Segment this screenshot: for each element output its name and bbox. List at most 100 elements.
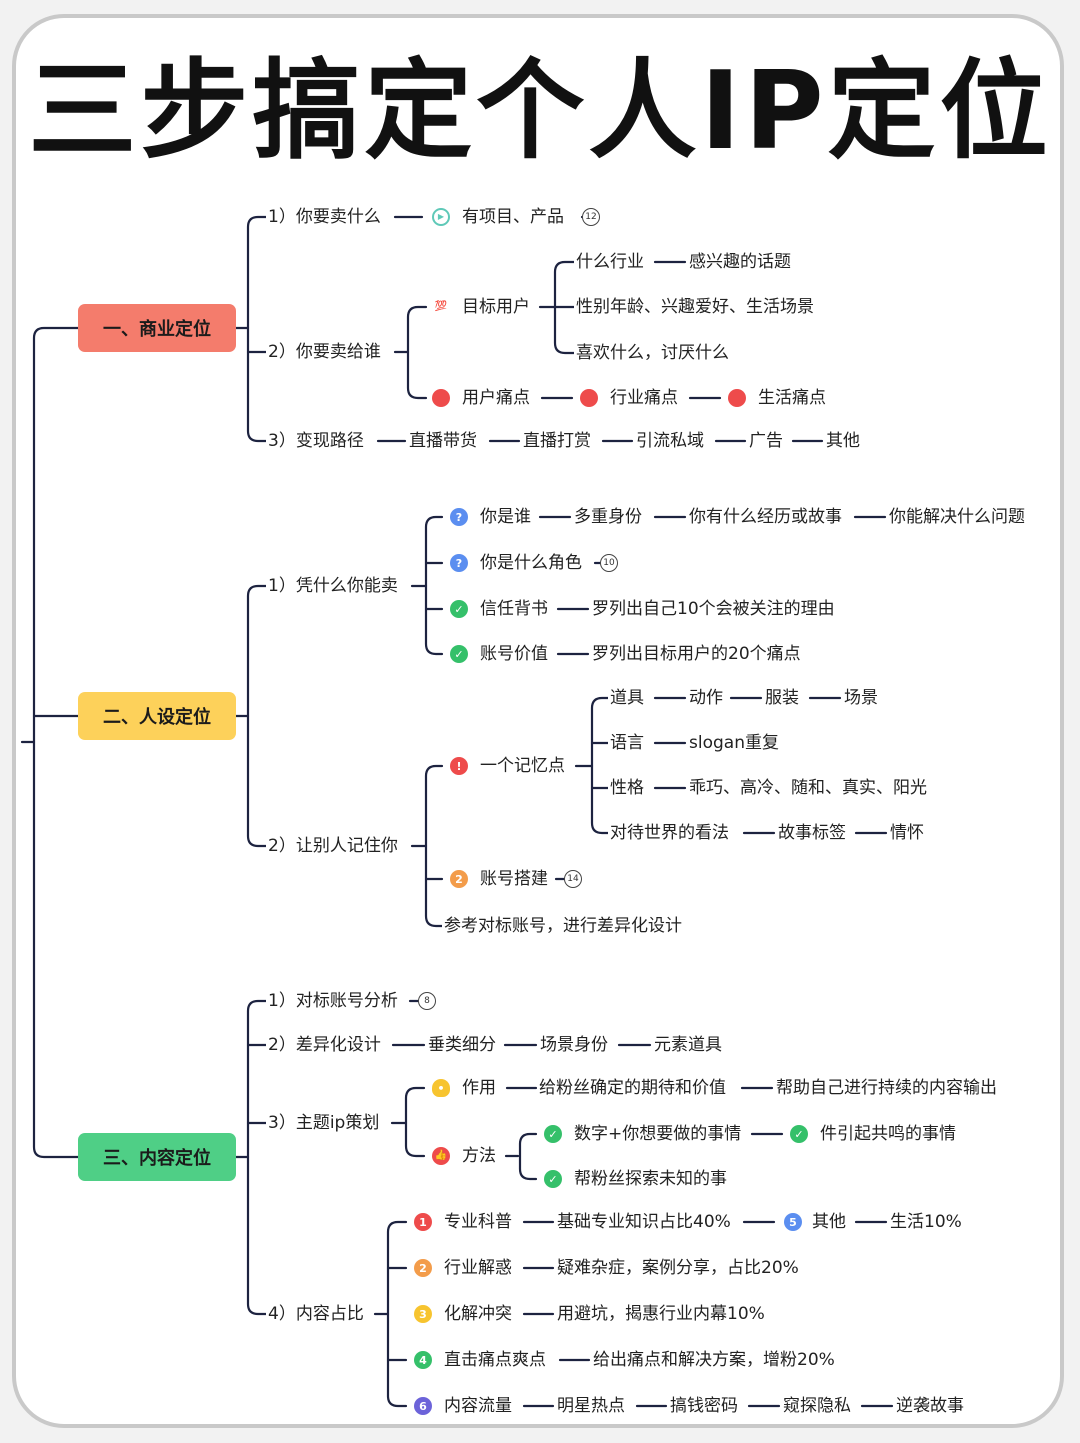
node-pain-pleasure[interactable]: 直击痛点爽点 <box>442 1349 548 1371</box>
collapsed-count-badge[interactable]: 8 <box>418 992 436 1010</box>
node-what-role[interactable]: 你是什么角色 <box>478 552 584 574</box>
node-solutions-20[interactable]: 给出痛点和解决方案，增粉20% <box>591 1349 837 1371</box>
node-multiple-identities[interactable]: 多重身份 <box>572 506 644 528</box>
red-dot-icon <box>728 389 746 407</box>
node-industry-qa[interactable]: 行业解惑 <box>442 1257 514 1279</box>
node-fan-expectation[interactable]: 给粉丝确定的期待和价值 <box>537 1077 728 1099</box>
check-icon: ✓ <box>790 1125 808 1143</box>
poster-frame: 三步搞定个人IP定位 一、商业定位 1）你要卖什么 ▶ 有项目、产品 12 2）… <box>12 14 1064 1428</box>
thumbs-up-icon: 👍 <box>432 1147 450 1165</box>
node-demographics[interactable]: 性别年龄、兴趣爱好、生活场景 <box>574 296 816 318</box>
node-sustained-output[interactable]: 帮助自己进行持续的内容输出 <box>774 1077 999 1099</box>
check-icon: ✓ <box>544 1170 562 1188</box>
number-5-icon: 5 <box>784 1213 802 1231</box>
node-industry-pain[interactable]: 行业痛点 <box>608 387 680 409</box>
node-private-traffic[interactable]: 引流私域 <box>634 430 706 452</box>
node-life-10[interactable]: 生活10% <box>888 1211 964 1233</box>
node-purpose[interactable]: 作用 <box>460 1077 498 1099</box>
node-content-traffic[interactable]: 内容流量 <box>442 1395 514 1417</box>
connector-lines <box>20 215 894 1408</box>
node-account-setup[interactable]: 账号搭建 <box>478 868 550 890</box>
node-live-tips[interactable]: 直播打赏 <box>521 430 593 452</box>
node-resonance[interactable]: 件引起共鸣的事情 <box>818 1123 958 1145</box>
node-who-are-you[interactable]: 你是谁 <box>478 506 533 528</box>
node-explore-unknown[interactable]: 帮粉丝探索未知的事 <box>572 1168 729 1190</box>
node-traits[interactable]: 乖巧、高冷、随和、真实、阳光 <box>687 777 929 799</box>
section-persona-positioning[interactable]: 二、人设定位 <box>78 692 236 740</box>
node-target-users[interactable]: 目标用户 <box>460 296 532 318</box>
node-element-props[interactable]: 元素道具 <box>652 1034 724 1056</box>
node-vertical-niche[interactable]: 垂类细分 <box>426 1034 498 1056</box>
node-others[interactable]: 其他 <box>824 430 862 452</box>
node-celebrity-hotspot[interactable]: 明星热点 <box>555 1395 627 1417</box>
question-icon: ? <box>450 508 468 526</box>
branch-content-ratio[interactable]: 4）内容占比 <box>266 1303 366 1325</box>
node-money-code[interactable]: 搞钱密码 <box>668 1395 740 1417</box>
node-account-value[interactable]: 账号价值 <box>478 643 550 665</box>
node-life-pain[interactable]: 生活痛点 <box>756 387 828 409</box>
node-props[interactable]: 道具 <box>608 687 646 709</box>
mindmap-canvas: 三步搞定个人IP定位 一、商业定位 1）你要卖什么 ▶ 有项目、产品 12 2）… <box>16 18 1060 1424</box>
node-comeback-story[interactable]: 逆袭故事 <box>894 1395 966 1417</box>
branch-sell-to-whom[interactable]: 2）你要卖给谁 <box>266 341 383 363</box>
collapsed-count-badge[interactable]: 10 <box>600 554 618 572</box>
branch-be-remembered[interactable]: 2）让别人记住你 <box>266 835 400 857</box>
node-basic-knowledge-40[interactable]: 基础专业知识占比40% <box>555 1211 733 1233</box>
node-interest-topic[interactable]: 感兴趣的话题 <box>687 251 793 273</box>
branch-what-to-sell[interactable]: 1）你要卖什么 <box>266 206 383 228</box>
node-memory-point[interactable]: 一个记忆点 <box>478 755 567 777</box>
node-cases-20[interactable]: 疑难杂症，案例分享，占比20% <box>555 1257 801 1279</box>
node-sentiment[interactable]: 情怀 <box>888 822 926 844</box>
lightbulb-icon: • <box>432 1079 450 1097</box>
node-method[interactable]: 方法 <box>460 1145 498 1167</box>
node-scene-identity[interactable]: 场景身份 <box>538 1034 610 1056</box>
node-slogan[interactable]: slogan重复 <box>687 732 781 754</box>
red-dot-icon <box>580 389 598 407</box>
number-1-icon: 1 <box>414 1213 432 1231</box>
node-trust-endorsement[interactable]: 信任背书 <box>478 598 550 620</box>
number-2-icon: 2 <box>450 870 468 888</box>
check-icon: ✓ <box>544 1125 562 1143</box>
check-icon: ✓ <box>450 600 468 618</box>
number-6-icon: 6 <box>414 1397 432 1415</box>
node-actions[interactable]: 动作 <box>687 687 725 709</box>
node-ten-reasons[interactable]: 罗列出自己10个会被关注的理由 <box>590 598 837 620</box>
node-experience-story[interactable]: 你有什么经历或故事 <box>687 506 844 528</box>
node-user-pain[interactable]: 用户痛点 <box>460 387 532 409</box>
section-business-positioning[interactable]: 一、商业定位 <box>78 304 236 352</box>
node-story-tag[interactable]: 故事标签 <box>776 822 848 844</box>
collapsed-count-badge[interactable]: 14 <box>564 870 582 888</box>
node-personality[interactable]: 性格 <box>608 777 646 799</box>
node-language[interactable]: 语言 <box>608 732 646 754</box>
branch-benchmark-analysis[interactable]: 1）对标账号分析 <box>266 990 400 1012</box>
section-content-positioning[interactable]: 三、内容定位 <box>78 1133 236 1181</box>
node-professional-science[interactable]: 专业科普 <box>442 1211 514 1233</box>
branch-theme-ip-planning[interactable]: 3）主题ip策划 <box>266 1112 382 1134</box>
node-project-product[interactable]: 有项目、产品 <box>460 206 566 228</box>
node-resolve-conflict[interactable]: 化解冲突 <box>442 1303 514 1325</box>
node-industry[interactable]: 什么行业 <box>574 251 646 273</box>
node-privacy-peek[interactable]: 窥探隐私 <box>781 1395 853 1417</box>
node-number-plus-thing[interactable]: 数字+你想要做的事情 <box>572 1123 744 1145</box>
node-twenty-pains[interactable]: 罗列出目标用户的20个痛点 <box>590 643 803 665</box>
node-worldview[interactable]: 对待世界的看法 <box>608 822 731 844</box>
question-icon: ? <box>450 554 468 572</box>
node-reference-accounts[interactable]: 参考对标账号，进行差异化设计 <box>442 915 684 937</box>
branch-why-you[interactable]: 1）凭什么你能卖 <box>266 575 400 597</box>
node-insider-10[interactable]: 用避坑，揭惠行业内幕10% <box>555 1303 767 1325</box>
node-clothing[interactable]: 服装 <box>763 687 801 709</box>
node-ads[interactable]: 广告 <box>747 430 785 452</box>
node-scene[interactable]: 场景 <box>842 687 880 709</box>
collapsed-count-badge[interactable]: 12 <box>582 208 600 226</box>
play-circle-icon: ▶ <box>432 208 450 226</box>
number-1-icon: ! <box>450 757 468 775</box>
node-what-problem[interactable]: 你能解决什么问题 <box>887 506 1027 528</box>
branch-differentiation[interactable]: 2）差异化设计 <box>266 1034 383 1056</box>
node-live-sales[interactable]: 直播带货 <box>407 430 479 452</box>
hundred-points-icon: 💯 <box>432 298 450 316</box>
number-4-icon: 4 <box>414 1351 432 1369</box>
node-other[interactable]: 其他 <box>810 1211 848 1233</box>
node-likes-dislikes[interactable]: 喜欢什么，讨厌什么 <box>574 342 731 364</box>
red-dot-icon <box>432 389 450 407</box>
branch-monetization[interactable]: 3）变现路径 <box>266 430 366 452</box>
